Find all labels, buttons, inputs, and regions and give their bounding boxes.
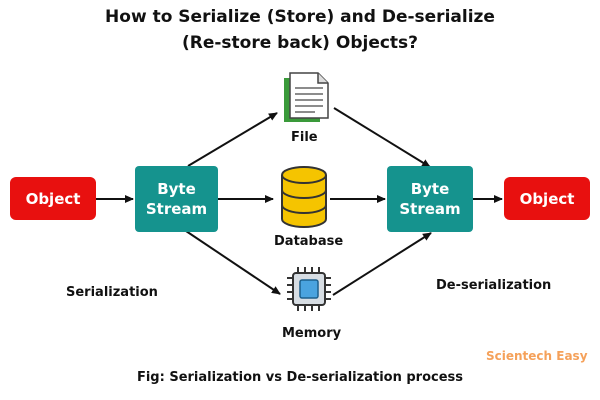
memory-label: Memory (282, 326, 342, 341)
byte-stream-right-line-2: Stream (399, 200, 461, 218)
byte-stream-left-line-1: Byte (157, 180, 196, 198)
byte-stream-right-line-1: Byte (410, 180, 450, 198)
file-icon (284, 72, 329, 122)
arrow-memory-to-bytestream (332, 232, 432, 296)
database-icon (281, 166, 327, 228)
title-line-1: How to Serialize (Store) and De-serializ… (105, 7, 495, 27)
byte-stream-left-line-2: Stream (145, 200, 208, 218)
brand-watermark: Scientech Easy (486, 349, 588, 363)
diagram-title: How to Serialize (Store) and De-serializ… (0, 4, 600, 56)
byte-stream-box-left: Byte Stream (135, 166, 218, 232)
object-left-label: Object (25, 189, 81, 208)
arrow-bytestream-to-file (187, 112, 278, 167)
title-line-2: (Re-store back) Objects? (181, 33, 419, 53)
object-box-right: Object (504, 177, 590, 220)
file-label: File (291, 130, 318, 145)
database-label: Database (274, 234, 344, 249)
figure-caption: Fig: Serialization vs De-serialization p… (136, 370, 464, 385)
arrow-file-to-bytestream (333, 107, 431, 168)
arrow-bytestream-to-memory (185, 230, 281, 295)
serialization-label: Serialization (66, 285, 158, 300)
object-box-left: Object (10, 177, 96, 220)
deserialization-label: De-serialization (436, 278, 552, 293)
byte-stream-box-right: Byte Stream (387, 166, 473, 232)
object-right-label: Object (519, 189, 575, 208)
memory-chip-icon (287, 267, 331, 311)
